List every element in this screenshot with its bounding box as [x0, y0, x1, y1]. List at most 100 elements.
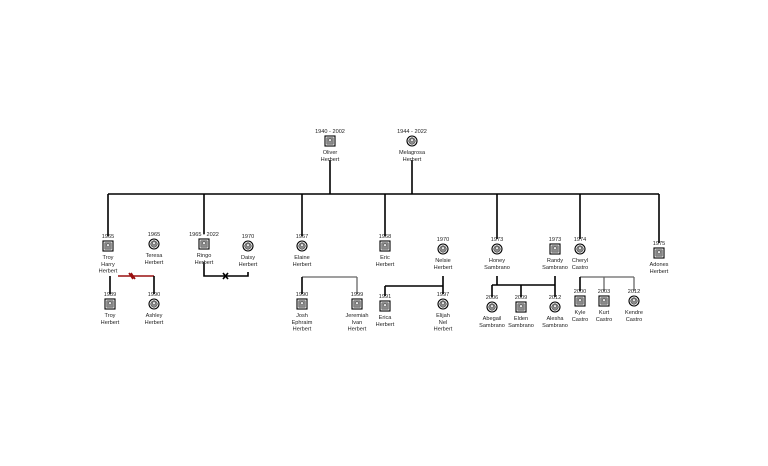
person-name-line: Harry: [101, 262, 115, 268]
person-name-line: Herbert: [145, 260, 164, 266]
person-name-line: Sambrano: [542, 323, 568, 329]
female-photo-icon: [148, 298, 160, 310]
person-name-line: Alesha: [546, 316, 564, 322]
person-dates: 1997: [437, 292, 449, 298]
person-name-line: Kyle: [575, 310, 586, 316]
person-name-line: Herbert: [434, 327, 453, 333]
person-dates: 1965: [102, 234, 114, 240]
female-photo-icon: [406, 135, 418, 147]
person-name-line: Abegail: [483, 316, 502, 322]
person-dates: 1990: [148, 292, 160, 298]
person-dates: 2012: [628, 289, 640, 295]
separation-x-mark: [222, 272, 229, 280]
person-name-line: Herbert: [239, 262, 258, 268]
person-name-line: Adones: [650, 262, 669, 268]
person-name-line: Castro: [596, 317, 612, 323]
person-name-line: Elaine: [294, 255, 310, 261]
female-photo-icon: [628, 295, 640, 307]
person-name-line: Herbert: [293, 262, 312, 268]
person-dates: 2006: [486, 295, 498, 301]
person-dates: 1973: [491, 237, 503, 243]
person-name-line: Ivan: [352, 320, 363, 326]
person-name-line: Herbert: [348, 327, 367, 333]
person-name-line: Herbert: [99, 269, 118, 275]
person-name-line: Kurt: [599, 310, 610, 316]
person-name-line: Honey: [489, 258, 505, 264]
person-name-line: Herbert: [195, 260, 214, 266]
male-photo-icon: [379, 240, 391, 252]
person-dates: 1944 - 2022: [397, 129, 427, 135]
person-dates: 2012: [549, 295, 561, 301]
person-dates: 1965 - 2022: [189, 232, 219, 238]
male-photo-icon: [574, 295, 586, 307]
person-name-line: Herbert: [293, 327, 312, 333]
person-name-line: Jeremiah: [345, 313, 368, 319]
person-name-line: Randy: [547, 258, 563, 264]
person-dates: 2009: [515, 295, 527, 301]
person-dates: 2000: [574, 289, 586, 295]
person-dates: 1973: [549, 237, 561, 243]
divorce-mark: [128, 272, 136, 280]
person-name-line: Sambrano: [479, 323, 505, 329]
female-photo-icon: [491, 243, 503, 255]
connector-lines: [107, 160, 660, 297]
male-photo-icon: [653, 247, 665, 259]
person-name-line: Sambrano: [542, 265, 568, 271]
person-name-line: Herbert: [376, 262, 395, 268]
female-photo-icon: [242, 240, 254, 252]
male-photo-icon: [102, 240, 114, 252]
person-dates: 1990: [296, 292, 308, 298]
person-name-line: Nel: [439, 320, 447, 326]
person-name-line: Sambrano: [484, 265, 510, 271]
person-name-line: Castro: [572, 317, 588, 323]
person-name-line: Eric: [380, 255, 390, 261]
person-name-line: Herbert: [650, 269, 669, 275]
person-name-line: Ringo: [197, 253, 212, 259]
person-name-line: Ashley: [146, 313, 163, 319]
person-name-line: Herbert: [403, 157, 422, 163]
person-name-line: Erica: [379, 315, 393, 321]
person-name-line: Elden: [514, 316, 528, 322]
male-photo-icon: [515, 301, 527, 313]
person-dates: 1991: [379, 294, 391, 300]
person-name-line: Castro: [626, 317, 642, 323]
person-dates: 2003: [598, 289, 610, 295]
male-photo-icon: [598, 295, 610, 307]
person-dates: 1989: [104, 292, 116, 298]
male-photo-icon: [549, 243, 561, 255]
person-name-line: Kendre: [625, 310, 643, 316]
person-name-line: Herbert: [101, 320, 120, 326]
person-dates: 1968: [379, 234, 391, 240]
female-photo-icon: [549, 301, 561, 313]
person-name-line: Herbert: [434, 265, 453, 271]
male-photo-icon: [198, 238, 210, 250]
person-name-line: Troy: [103, 255, 114, 261]
person-name-line: Teresa: [146, 253, 164, 259]
person-name-line: Troy: [105, 313, 116, 319]
